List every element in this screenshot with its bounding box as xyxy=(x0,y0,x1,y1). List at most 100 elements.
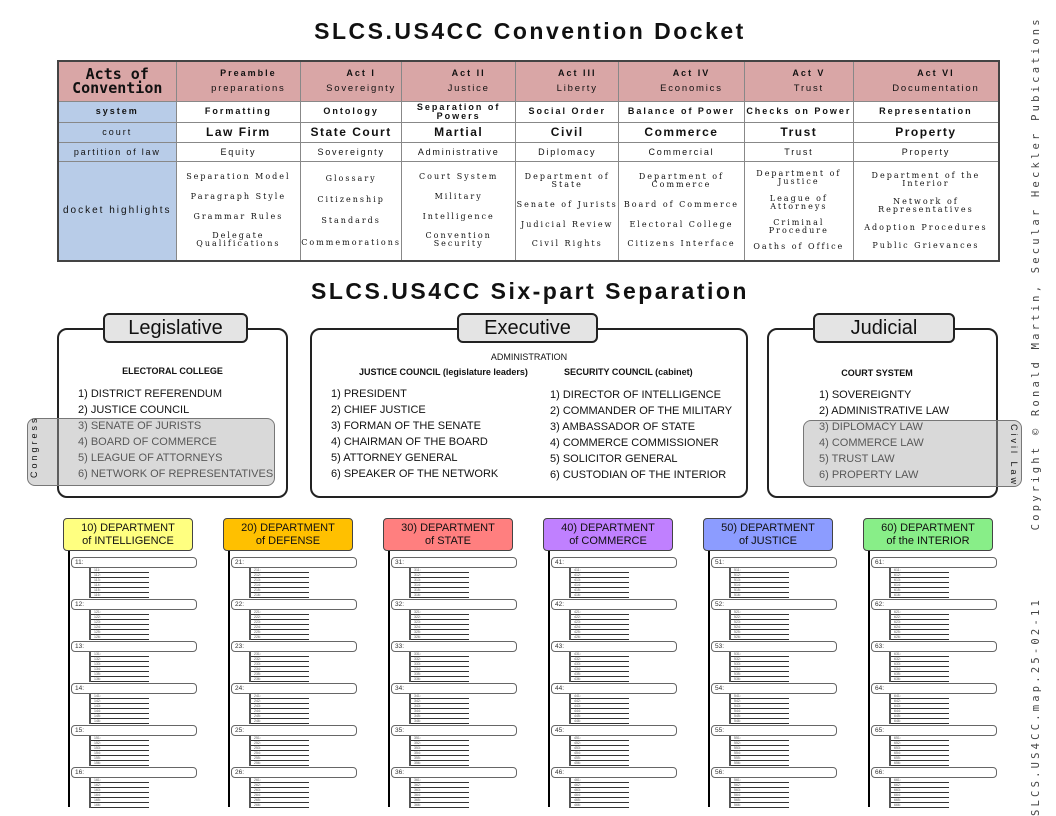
subsection-field[interactable]: 666: xyxy=(891,803,949,808)
subsection-field[interactable]: 151: xyxy=(91,736,149,741)
subsection-field[interactable]: 226: xyxy=(251,635,309,640)
subsection-field[interactable]: 452: xyxy=(571,741,629,746)
subsection-field[interactable]: 346: xyxy=(411,719,469,724)
subsection-field[interactable]: 564: xyxy=(731,793,789,798)
subsection-field[interactable]: 411: xyxy=(571,568,629,573)
subsection-field[interactable]: 612: xyxy=(891,573,949,578)
subsection-field[interactable]: 115: xyxy=(91,588,149,593)
subsection-field[interactable]: 652: xyxy=(891,741,949,746)
subsection-field[interactable]: 545: xyxy=(731,714,789,719)
subsection-field[interactable]: 645: xyxy=(891,714,949,719)
subsection-field[interactable]: 563: xyxy=(731,788,789,793)
subsection-field[interactable]: 123: xyxy=(91,620,149,625)
section-field[interactable]: 35: xyxy=(391,725,517,736)
subsection-field[interactable]: 144: xyxy=(91,709,149,714)
subsection-field[interactable]: 244: xyxy=(251,709,309,714)
subsection-field[interactable]: 433: xyxy=(571,662,629,667)
subsection-field[interactable]: 323: xyxy=(411,620,469,625)
section-field[interactable]: 31: xyxy=(391,557,517,568)
subsection-field[interactable]: 322: xyxy=(411,615,469,620)
subsection-field[interactable]: 152: xyxy=(91,741,149,746)
subsection-field[interactable]: 432: xyxy=(571,657,629,662)
subsection-field[interactable]: 162: xyxy=(91,783,149,788)
subsection-field[interactable]: 145: xyxy=(91,714,149,719)
section-field[interactable]: 51: xyxy=(711,557,837,568)
subsection-field[interactable]: 363: xyxy=(411,788,469,793)
subsection-field[interactable]: 163: xyxy=(91,788,149,793)
subsection-field[interactable]: 552: xyxy=(731,741,789,746)
subsection-field[interactable]: 165: xyxy=(91,798,149,803)
subsection-field[interactable]: 561: xyxy=(731,778,789,783)
subsection-field[interactable]: 444: xyxy=(571,709,629,714)
subsection-field[interactable]: 232: xyxy=(251,657,309,662)
subsection-field[interactable]: 562: xyxy=(731,783,789,788)
subsection-field[interactable]: 236: xyxy=(251,677,309,682)
subsection-field[interactable]: 454: xyxy=(571,751,629,756)
section-field[interactable]: 64: xyxy=(871,683,997,694)
subsection-field[interactable]: 254: xyxy=(251,751,309,756)
subsection-field[interactable]: 122: xyxy=(91,615,149,620)
subsection-field[interactable]: 261: xyxy=(251,778,309,783)
subsection-field[interactable]: 466: xyxy=(571,803,629,808)
subsection-field[interactable]: 661: xyxy=(891,778,949,783)
subsection-field[interactable]: 245: xyxy=(251,714,309,719)
section-field[interactable]: 26: xyxy=(231,767,357,778)
subsection-field[interactable]: 154: xyxy=(91,751,149,756)
subsection-field[interactable]: 655: xyxy=(891,756,949,761)
subsection-field[interactable]: 621: xyxy=(891,610,949,615)
subsection-field[interactable]: 535: xyxy=(731,672,789,677)
subsection-field[interactable]: 565: xyxy=(731,798,789,803)
subsection-field[interactable]: 234: xyxy=(251,667,309,672)
section-field[interactable]: 62: xyxy=(871,599,997,610)
subsection-field[interactable]: 613: xyxy=(891,578,949,583)
subsection-field[interactable]: 436: xyxy=(571,677,629,682)
subsection-field[interactable]: 132: xyxy=(91,657,149,662)
subsection-field[interactable]: 224: xyxy=(251,625,309,630)
section-field[interactable]: 13: xyxy=(71,641,197,652)
subsection-field[interactable]: 642: xyxy=(891,699,949,704)
subsection-field[interactable]: 554: xyxy=(731,751,789,756)
subsection-field[interactable]: 121: xyxy=(91,610,149,615)
section-field[interactable]: 25: xyxy=(231,725,357,736)
section-field[interactable]: 11: xyxy=(71,557,197,568)
subsection-field[interactable]: 521: xyxy=(731,610,789,615)
subsection-field[interactable]: 654: xyxy=(891,751,949,756)
subsection-field[interactable]: 464: xyxy=(571,793,629,798)
subsection-field[interactable]: 335: xyxy=(411,672,469,677)
subsection-field[interactable]: 512: xyxy=(731,573,789,578)
subsection-field[interactable]: 523: xyxy=(731,620,789,625)
subsection-field[interactable]: 253: xyxy=(251,746,309,751)
subsection-field[interactable]: 112: xyxy=(91,573,149,578)
subsection-field[interactable]: 625: xyxy=(891,630,949,635)
subsection-field[interactable]: 133: xyxy=(91,662,149,667)
subsection-field[interactable]: 332: xyxy=(411,657,469,662)
subsection-field[interactable]: 352: xyxy=(411,741,469,746)
subsection-field[interactable]: 455: xyxy=(571,756,629,761)
subsection-field[interactable]: 445: xyxy=(571,714,629,719)
section-field[interactable]: 41: xyxy=(551,557,677,568)
subsection-field[interactable]: 146: xyxy=(91,719,149,724)
subsection-field[interactable]: 164: xyxy=(91,793,149,798)
subsection-field[interactable]: 465: xyxy=(571,798,629,803)
subsection-field[interactable]: 534: xyxy=(731,667,789,672)
subsection-field[interactable]: 216: xyxy=(251,593,309,598)
subsection-field[interactable]: 631: xyxy=(891,652,949,657)
subsection-field[interactable]: 424: xyxy=(571,625,629,630)
subsection-field[interactable]: 324: xyxy=(411,625,469,630)
subsection-field[interactable]: 135: xyxy=(91,672,149,677)
subsection-field[interactable]: 215: xyxy=(251,588,309,593)
subsection-field[interactable]: 533: xyxy=(731,662,789,667)
subsection-field[interactable]: 212: xyxy=(251,573,309,578)
subsection-field[interactable]: 514: xyxy=(731,583,789,588)
subsection-field[interactable]: 321: xyxy=(411,610,469,615)
section-field[interactable]: 23: xyxy=(231,641,357,652)
section-field[interactable]: 14: xyxy=(71,683,197,694)
subsection-field[interactable]: 345: xyxy=(411,714,469,719)
subsection-field[interactable]: 365: xyxy=(411,798,469,803)
section-field[interactable]: 24: xyxy=(231,683,357,694)
subsection-field[interactable]: 124: xyxy=(91,625,149,630)
subsection-field[interactable]: 416: xyxy=(571,593,629,598)
subsection-field[interactable]: 334: xyxy=(411,667,469,672)
subsection-field[interactable]: 241: xyxy=(251,694,309,699)
subsection-field[interactable]: 635: xyxy=(891,672,949,677)
